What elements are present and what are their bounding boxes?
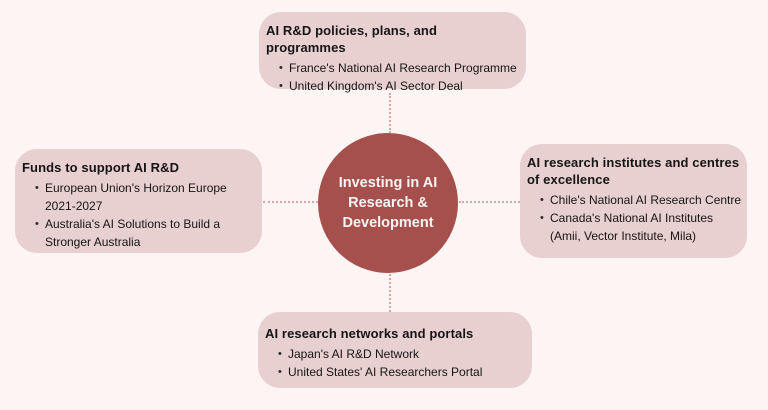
list-item: France's National AI Research Programme — [279, 59, 518, 77]
center-label-line: Investing in AI — [338, 175, 438, 191]
list-item: United States' AI Researchers Portal — [278, 363, 524, 381]
node-networks: AI research networks and portals Japan's… — [258, 312, 532, 388]
center-label-line: Development — [342, 215, 434, 231]
node-networks-list: Japan's AI R&D Network United States' AI… — [265, 345, 524, 381]
center-node-label: Investing in AI Research & Development — [339, 173, 438, 233]
node-policies-list: France's National AI Research Programme … — [266, 59, 518, 95]
node-policies-title: AI R&D policies, plans, and programmes — [266, 23, 438, 55]
list-item: Japan's AI R&D Network — [278, 345, 524, 363]
node-networks-title: AI research networks and portals — [265, 326, 474, 341]
list-item: Australia's AI Solutions to Build a Stro… — [35, 215, 257, 251]
node-institutes-title: AI research institutes and centres of ex… — [527, 155, 740, 187]
connector-right — [459, 201, 520, 203]
center-label-line: Research & — [348, 195, 428, 211]
connector-top — [389, 93, 391, 133]
node-funds-list: European Union's Horizon Europe 2021-202… — [22, 179, 257, 251]
list-item: European Union's Horizon Europe 2021-202… — [35, 179, 257, 215]
center-node: Investing in AI Research & Development — [318, 133, 458, 273]
node-policies: AI R&D policies, plans, and programmes F… — [259, 12, 526, 95]
node-funds: Funds to support AI R&D European Union's… — [15, 149, 262, 253]
list-item: Canada's National AI Institutes (Amii, V… — [540, 209, 743, 245]
connector-left — [263, 201, 318, 203]
list-item: Chile's National AI Research Centre — [540, 191, 743, 209]
list-item: United Kingdom's AI Sector Deal — [279, 77, 518, 95]
connector-bottom — [389, 274, 391, 312]
node-funds-title: Funds to support AI R&D — [22, 160, 180, 175]
node-institutes-list: Chile's National AI Research Centre Cana… — [527, 191, 743, 245]
node-institutes: AI research institutes and centres of ex… — [520, 144, 747, 258]
